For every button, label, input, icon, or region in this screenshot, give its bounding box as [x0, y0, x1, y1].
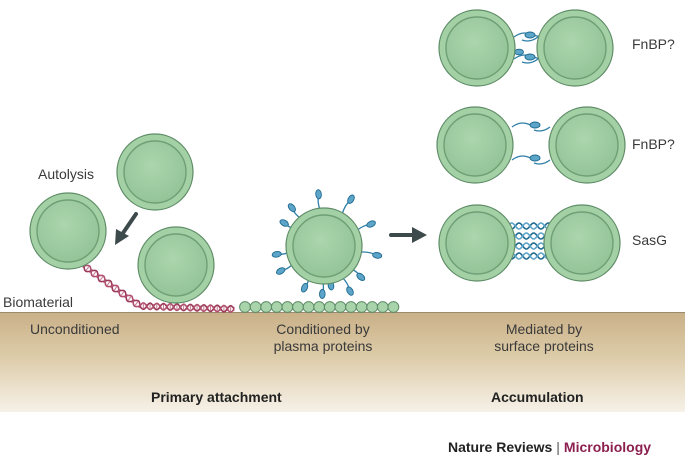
plasma-protein-bead — [292, 301, 304, 313]
mediated-label: Mediated by surface proteins — [474, 321, 614, 355]
surface-protein — [359, 251, 383, 259]
edna-strand — [139, 302, 235, 313]
edna-strand — [82, 263, 142, 309]
plasma-protein-bead — [334, 301, 347, 313]
plasma-protein-bead — [387, 301, 400, 313]
plasma-protein-bead — [302, 301, 315, 313]
surface-protein — [315, 189, 322, 211]
pair2-right-cell — [548, 106, 626, 184]
fnbp-protein — [514, 48, 524, 56]
surface-protein — [341, 276, 354, 296]
pair1-left-cell — [438, 9, 516, 87]
attached-cell — [137, 226, 215, 304]
primary-attachment-title: Primary attachment — [151, 389, 282, 405]
sasg-label: SasG — [632, 232, 668, 248]
surface-protein — [276, 263, 294, 275]
plasma-protein-bead — [249, 301, 262, 313]
surface-protein — [351, 268, 366, 281]
pair1-right-cell — [536, 9, 614, 87]
surface-protein — [341, 194, 355, 215]
molecules-layer — [82, 31, 553, 313]
pair3-right-cell — [543, 204, 621, 282]
plasma-protein-beads — [239, 301, 400, 313]
accumulation-title: Accumulation — [491, 389, 584, 405]
journal-name: Nature Reviews — [448, 439, 553, 455]
plasma-protein-bead — [239, 301, 251, 313]
surface-protein — [356, 220, 376, 232]
biomaterial-surface — [0, 312, 685, 412]
plasma-protein-bead — [281, 301, 294, 313]
conditioned-line-2: plasma proteins — [273, 338, 373, 354]
plasma-protein-bead — [270, 301, 283, 313]
fnbp-middle-label: FnBP? — [632, 136, 675, 152]
surface-protein — [287, 203, 302, 219]
pair3-left-cell — [438, 204, 516, 282]
plasma-protein-bead — [376, 301, 389, 313]
sasg-fibre — [507, 252, 553, 260]
lysing-cell — [29, 192, 107, 270]
progression-arrow — [389, 227, 427, 243]
pair2-left-cell — [436, 106, 514, 184]
autolysis-arrow — [115, 212, 138, 245]
autolysis-label: Autolysis — [38, 166, 95, 182]
plasma-protein-bead — [345, 301, 357, 313]
fnbp-bridge — [511, 121, 551, 132]
plasma-protein-bead — [323, 301, 336, 313]
plasma-protein-bead — [366, 301, 379, 313]
plasma-protein-bead — [313, 301, 326, 313]
plasma-protein-bead — [355, 301, 368, 313]
conditioned-line-1: Conditioned by — [276, 321, 370, 337]
fnbp-bridge — [511, 154, 551, 165]
journal-subject: Microbiology — [563, 439, 652, 455]
credit-separator: | — [556, 439, 560, 455]
journal-credit: Nature Reviews|Microbiology — [448, 439, 651, 455]
conditioned-label: Conditioned by plasma proteins — [258, 321, 388, 355]
biomaterial-label: Biomaterial — [3, 294, 74, 310]
mediated-line-2: surface proteins — [494, 338, 594, 354]
cells-layer — [29, 9, 626, 304]
conditioned-cell — [285, 207, 363, 285]
unconditioned-label: Unconditioned — [30, 321, 120, 337]
mediated-line-1: Mediated by — [505, 321, 583, 337]
sasg-fibre — [507, 222, 553, 230]
fnbp-top-label: FnBP? — [632, 36, 675, 52]
free-cell — [116, 133, 194, 211]
plasma-protein-bead — [260, 301, 273, 313]
